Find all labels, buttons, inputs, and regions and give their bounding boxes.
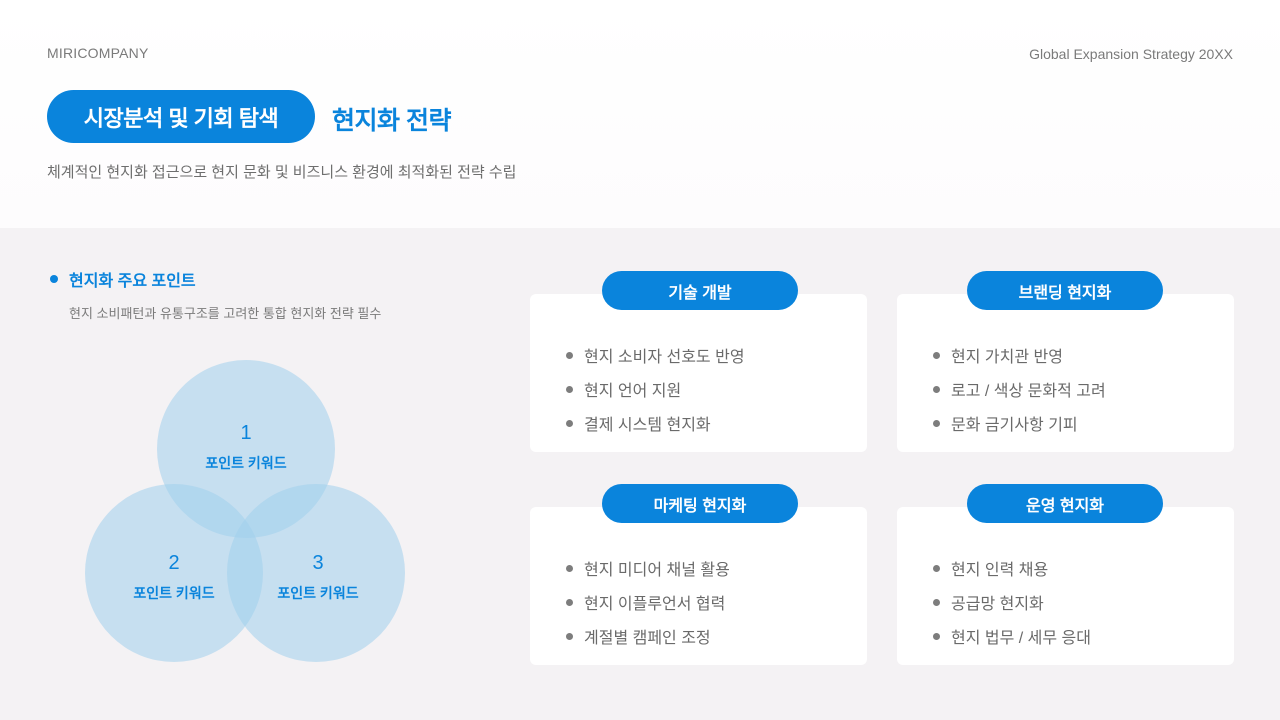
venn-label-1: 1 포인트 키워드 (157, 422, 335, 473)
list-item: 결제 시스템 현지화 (566, 406, 745, 440)
bullet-dot-icon (933, 632, 940, 640)
venn-number: 2 (168, 552, 180, 574)
list-item: 현지 미디어 채널 활용 (566, 551, 730, 585)
page-title: 현지화 전략 (332, 107, 451, 135)
list-item: 문화 금기사항 기피 (933, 406, 1106, 440)
bullet-dot-icon (933, 598, 940, 606)
list-item: 공급망 현지화 (933, 585, 1091, 619)
bullet-dot-icon (566, 564, 573, 572)
bullet-dot-icon (933, 564, 940, 572)
card-tech-development: 현지 소비자 선호도 반영 현지 언어 지원 결제 시스템 현지화 (530, 294, 867, 452)
key-points-heading: 현지화 주요 포인트 (50, 267, 196, 291)
key-points-title: 현지화 주요 포인트 (69, 273, 196, 290)
card-title-pill: 기술 개발 (602, 271, 798, 310)
page-subtitle: 체계적인 현지화 접근으로 현지 문화 및 비즈니스 환경에 최적화된 전략 수… (47, 164, 517, 181)
bullet-dot-icon (566, 385, 573, 393)
venn-label-2: 2 포인트 키워드 (85, 552, 263, 603)
venn-number: 1 (240, 422, 252, 444)
venn-label-3: 3 포인트 키워드 (229, 552, 407, 603)
card-list: 현지 소비자 선호도 반영 현지 언어 지원 결제 시스템 현지화 (566, 338, 745, 440)
bullet-dot-icon (933, 419, 940, 427)
brand-name: MIRICOMPANY (47, 45, 149, 61)
bullet-dot-icon (566, 632, 573, 640)
card-marketing-localization: 현지 미디어 채널 활용 현지 이플루언서 협력 계절별 캠페인 조정 (530, 507, 867, 665)
card-branding-localization: 현지 가치관 반영 로고 / 색상 문화적 고려 문화 금기사항 기피 (897, 294, 1234, 452)
list-item: 현지 언어 지원 (566, 372, 745, 406)
bullet-dot-icon (566, 351, 573, 359)
venn-circle-3: 3 포인트 키워드 (227, 484, 405, 662)
venn-keyword: 포인트 키워드 (133, 585, 215, 601)
card-title-pill: 마케팅 현지화 (602, 484, 798, 523)
card-list: 현지 가치관 반영 로고 / 색상 문화적 고려 문화 금기사항 기피 (933, 338, 1106, 440)
list-item: 계절별 캠페인 조정 (566, 619, 730, 653)
venn-keyword: 포인트 키워드 (277, 585, 359, 601)
card-operations-localization: 현지 인력 채용 공급망 현지화 현지 법무 / 세무 응대 (897, 507, 1234, 665)
list-item: 현지 가치관 반영 (933, 338, 1106, 372)
card-list: 현지 인력 채용 공급망 현지화 현지 법무 / 세무 응대 (933, 551, 1091, 653)
list-item: 현지 법무 / 세무 응대 (933, 619, 1091, 653)
venn-keyword: 포인트 키워드 (205, 455, 287, 471)
document-title: Global Expansion Strategy 20XX (1029, 46, 1233, 62)
bullet-dot-icon (50, 275, 58, 283)
bullet-dot-icon (933, 351, 940, 359)
list-item: 로고 / 색상 문화적 고려 (933, 372, 1106, 406)
list-item: 현지 인력 채용 (933, 551, 1091, 585)
bullet-dot-icon (566, 598, 573, 606)
bullet-dot-icon (933, 385, 940, 393)
key-points-description: 현지 소비패턴과 유통구조를 고려한 통합 현지화 전략 필수 (69, 306, 382, 321)
card-list: 현지 미디어 채널 활용 현지 이플루언서 협력 계절별 캠페인 조정 (566, 551, 730, 653)
section-label-pill: 시장분석 및 기회 탐색 (47, 90, 315, 143)
card-title-pill: 브랜딩 현지화 (967, 271, 1163, 310)
bullet-dot-icon (566, 419, 573, 427)
list-item: 현지 이플루언서 협력 (566, 585, 730, 619)
venn-number: 3 (312, 552, 324, 574)
card-title-pill: 운영 현지화 (967, 484, 1163, 523)
list-item: 현지 소비자 선호도 반영 (566, 338, 745, 372)
